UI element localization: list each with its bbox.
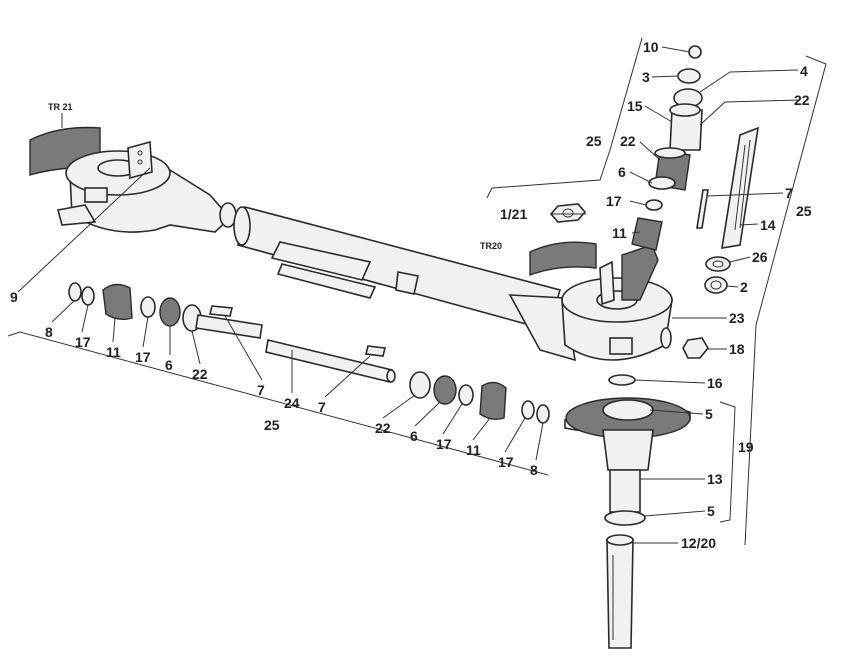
label-13: 13 bbox=[707, 471, 723, 487]
label-11-left: 11 bbox=[106, 344, 121, 360]
key-7-right bbox=[696, 189, 709, 229]
drive-shaft-24 bbox=[265, 339, 396, 383]
label-17-left2: 17 bbox=[135, 349, 151, 365]
label-17-left: 17 bbox=[75, 334, 91, 350]
group-bracket-right bbox=[744, 324, 757, 546]
label-19: 19 bbox=[738, 439, 754, 455]
label-8-bottom: 8 bbox=[530, 462, 538, 478]
label-4: 4 bbox=[800, 63, 808, 79]
label-5-top: 5 bbox=[705, 406, 713, 422]
label-6-top: 6 bbox=[618, 164, 626, 180]
label-9: 9 bbox=[10, 289, 18, 305]
label-25-bottom: 25 bbox=[264, 417, 280, 433]
label-17-bottom: 17 bbox=[436, 436, 452, 452]
label-22-bottom: 22 bbox=[375, 420, 391, 436]
nut-part bbox=[549, 203, 587, 223]
label-14: 14 bbox=[760, 217, 776, 233]
group-bracket-bottom bbox=[7, 331, 549, 476]
left-shaft-parts bbox=[68, 282, 263, 339]
label-25-right: 25 bbox=[796, 203, 812, 219]
top-shaft-stack bbox=[631, 45, 703, 251]
bushing-2 bbox=[704, 276, 728, 294]
label-12-20: 12/20 bbox=[681, 535, 716, 551]
label-24: 24 bbox=[284, 395, 300, 411]
label-25-top: 25 bbox=[586, 133, 602, 149]
splined-shaft-14 bbox=[721, 126, 760, 249]
group-bracket-top bbox=[486, 37, 827, 326]
group-bracket-19 bbox=[719, 401, 736, 523]
label-6-bottom: 6 bbox=[410, 428, 418, 444]
label-17-top: 17 bbox=[606, 193, 622, 209]
bushing-26 bbox=[705, 256, 731, 272]
tag-label-tr20: TR20 bbox=[480, 241, 502, 251]
label-23: 23 bbox=[729, 310, 745, 326]
label-17-bottom2: 17 bbox=[498, 454, 514, 470]
nut-18 bbox=[682, 337, 709, 359]
label-22-left: 22 bbox=[192, 366, 208, 382]
leader-lines bbox=[17, 46, 801, 544]
label-6-left: 6 bbox=[165, 357, 173, 373]
label-15: 15 bbox=[627, 98, 643, 114]
bottom-shaft-stack bbox=[564, 374, 691, 649]
main-drive-tube bbox=[233, 206, 562, 331]
label-11-top: 11 bbox=[612, 225, 627, 241]
part-labels: 10 3 4 15 22 25 22 6 17 7 1/21 25 14 11 … bbox=[10, 39, 812, 551]
label-1-21: 1/21 bbox=[500, 206, 527, 222]
label-11-bottom: 11 bbox=[466, 442, 481, 458]
tag-plate-tr20 bbox=[529, 241, 597, 277]
label-16: 16 bbox=[707, 375, 723, 391]
label-22-mid: 22 bbox=[620, 133, 636, 149]
label-18: 18 bbox=[729, 341, 745, 357]
label-8-left: 8 bbox=[45, 324, 53, 340]
label-2: 2 bbox=[740, 279, 748, 295]
label-7-right: 7 bbox=[785, 185, 793, 201]
label-26: 26 bbox=[752, 249, 768, 265]
left-gearbox-housing bbox=[57, 140, 237, 233]
label-5-bottom: 5 bbox=[707, 503, 715, 519]
tag-label-tr21: TR 21 bbox=[48, 102, 73, 112]
label-10: 10 bbox=[643, 39, 659, 55]
label-3: 3 bbox=[642, 69, 650, 85]
right-gearbox-housing bbox=[508, 244, 673, 362]
label-22-top: 22 bbox=[794, 92, 810, 108]
label-7-left: 7 bbox=[257, 382, 265, 398]
label-7-mid: 7 bbox=[318, 399, 326, 415]
right-shaft-parts bbox=[409, 371, 550, 424]
